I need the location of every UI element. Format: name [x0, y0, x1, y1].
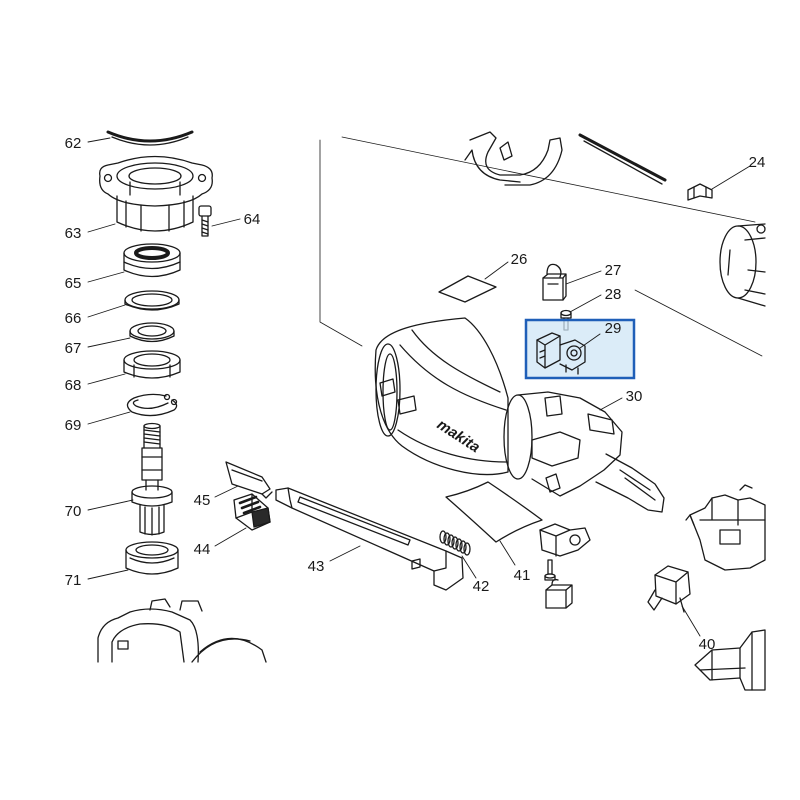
gear-housing-partial: [97, 598, 267, 663]
upper-bracket-partial: [464, 131, 563, 186]
leader-line-63: [87, 223, 116, 233]
part-67-washer: [129, 322, 175, 343]
leader-lines: [87, 137, 751, 637]
leader-line-43: [329, 545, 361, 562]
lower-right-partial: [694, 629, 766, 691]
part-44-switch-button: [233, 493, 271, 531]
part-label-63: 63: [65, 225, 82, 242]
part-label-27: 27: [605, 262, 622, 279]
switch-assembly-partial: [685, 484, 766, 571]
part-label-62: 62: [65, 135, 82, 152]
part-69-retaining-ring: [126, 393, 178, 417]
part-label-40: 40: [699, 636, 716, 653]
part-label-44: 44: [194, 541, 211, 558]
screw-lower: [544, 559, 556, 581]
part-label-71: 71: [65, 572, 82, 589]
part-label-42: 42: [473, 578, 490, 595]
leader-line-40: [681, 605, 701, 637]
part-68-ring: [123, 350, 181, 379]
part-41-insulation-sheet: [445, 481, 543, 543]
leader-line-45: [214, 485, 239, 498]
part-label-28: 28: [605, 286, 622, 303]
part-43-switch-rod: [275, 487, 464, 591]
part-label-45: 45: [194, 492, 211, 509]
part-42-spring: [439, 530, 471, 556]
leader-line-65: [87, 271, 125, 283]
part-65-ball-bearing: [123, 243, 181, 278]
part-label-29: 29: [605, 320, 622, 337]
part-label-65: 65: [65, 275, 82, 292]
leader-line-28: [569, 294, 602, 313]
leader-line-30: [599, 397, 623, 411]
leader-line-41: [499, 540, 516, 566]
part-label-30: 30: [626, 388, 643, 405]
part-62-cover: [106, 130, 194, 146]
leader-line-27: [565, 270, 602, 285]
part-26-sheet: [438, 275, 497, 303]
part-70-spindle: [131, 422, 173, 536]
part-24-cable-tie: [578, 133, 713, 201]
part-27-carbon-brush: [542, 263, 567, 301]
part-label-67: 67: [65, 340, 82, 357]
part-label-24: 24: [749, 154, 766, 171]
part-label-69: 69: [65, 417, 82, 434]
part-63-bearing-box: [99, 155, 213, 232]
leader-line-24: [711, 165, 751, 190]
leader-line-69: [87, 411, 131, 425]
housing-brand-logo: makita: [434, 416, 483, 456]
part-64-screw: [198, 205, 212, 237]
part-label-70: 70: [65, 503, 82, 520]
part-label-43: 43: [308, 558, 325, 575]
leader-line-26: [484, 261, 509, 280]
part-40-switch: [647, 565, 691, 613]
leader-line-68: [87, 373, 126, 385]
line-art: makita: [87, 130, 766, 691]
part-label-26: 26: [511, 251, 528, 268]
part-label-41: 41: [514, 567, 531, 584]
part-29-brush-holder: [536, 332, 601, 375]
part-label-64: 64: [244, 211, 261, 228]
part-label-68: 68: [65, 377, 82, 394]
leader-line-67: [87, 337, 131, 348]
part-45-lever: [225, 461, 273, 499]
leader-line-71: [87, 569, 129, 580]
leader-line-66: [87, 304, 126, 318]
part-66-washer: [124, 290, 180, 311]
motor-partial-right: [719, 223, 766, 307]
brush-holder-lower: [539, 523, 591, 557]
leader-line-62: [87, 137, 111, 143]
carbon-brush-lower: [545, 578, 573, 609]
part-label-66: 66: [65, 310, 82, 327]
part-71-cup: [125, 541, 179, 575]
leader-line-64: [211, 218, 241, 227]
leader-line-44: [214, 527, 247, 547]
leader-line-42: [461, 555, 477, 579]
leader-line-70: [87, 499, 134, 511]
part-labels: 62 63 64 65 66 67 68 69 70 71 26 27 28 2…: [65, 135, 766, 653]
guide-lines: [319, 136, 763, 357]
leader-line-29: [579, 333, 601, 349]
